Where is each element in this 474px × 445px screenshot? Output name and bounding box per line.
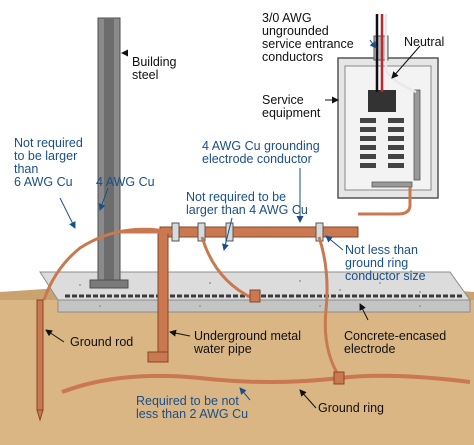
water-pipe-horizontal xyxy=(159,226,359,238)
ground-bar xyxy=(371,181,413,188)
ground-rod-label: Ground rod xyxy=(70,335,134,349)
soil xyxy=(0,300,474,445)
branch-breakers xyxy=(360,118,404,168)
concrete-electrode-conductor xyxy=(200,236,253,300)
grounding-electrode-conductor-wire xyxy=(358,187,412,216)
awg4-cu-label: 4 AWG Cu xyxy=(96,175,155,189)
not-less-than-ground-ring-label: Not less than ground ring conductor size xyxy=(345,243,426,283)
ground-ring-clamp xyxy=(333,371,345,385)
conductor-neutral xyxy=(384,14,417,94)
ground-ring xyxy=(61,373,471,394)
leader-arrows xyxy=(45,39,421,409)
building-steel-flange xyxy=(104,18,114,288)
concrete-encased-label: Concrete-encased electrode xyxy=(344,329,447,356)
service-conductors-label: 3/0 AWG ungrounded service entrance cond… xyxy=(262,11,354,64)
building-steel-label: Building steel xyxy=(132,55,177,82)
ground-rod-tip xyxy=(36,409,44,422)
not-required-6awg-label: Not required to be larger than 6 AWG Cu xyxy=(14,136,83,189)
ground-rod-conductor xyxy=(42,227,173,301)
neutral-bar xyxy=(413,89,421,181)
water-pipe-bottom xyxy=(147,351,169,363)
column-base-plate xyxy=(89,279,129,289)
concrete-foundation-front xyxy=(57,299,471,313)
neutral-label: Neutral xyxy=(404,35,445,49)
rebar-clamp xyxy=(249,289,261,303)
ground-ring-conductor xyxy=(317,236,342,379)
ground-ring-label: Ground ring xyxy=(318,401,385,415)
required-2awg-label: Required to be not less than 2 AWG Cu xyxy=(136,394,249,421)
main-breaker xyxy=(368,90,396,112)
water-pipe-vertical xyxy=(157,231,169,361)
pipe-clamps xyxy=(171,222,324,242)
water-pipe-label: Underground metal water pipe xyxy=(194,329,302,356)
ground-rod xyxy=(36,299,44,411)
service-equipment-label: Service equipment xyxy=(262,93,321,120)
not-required-4awg-label: Not required to be larger than 4 AWG Cu xyxy=(186,190,308,217)
grounding-electrode-conductor-label: 4 AWG Cu grounding electrode conductor xyxy=(202,139,320,166)
